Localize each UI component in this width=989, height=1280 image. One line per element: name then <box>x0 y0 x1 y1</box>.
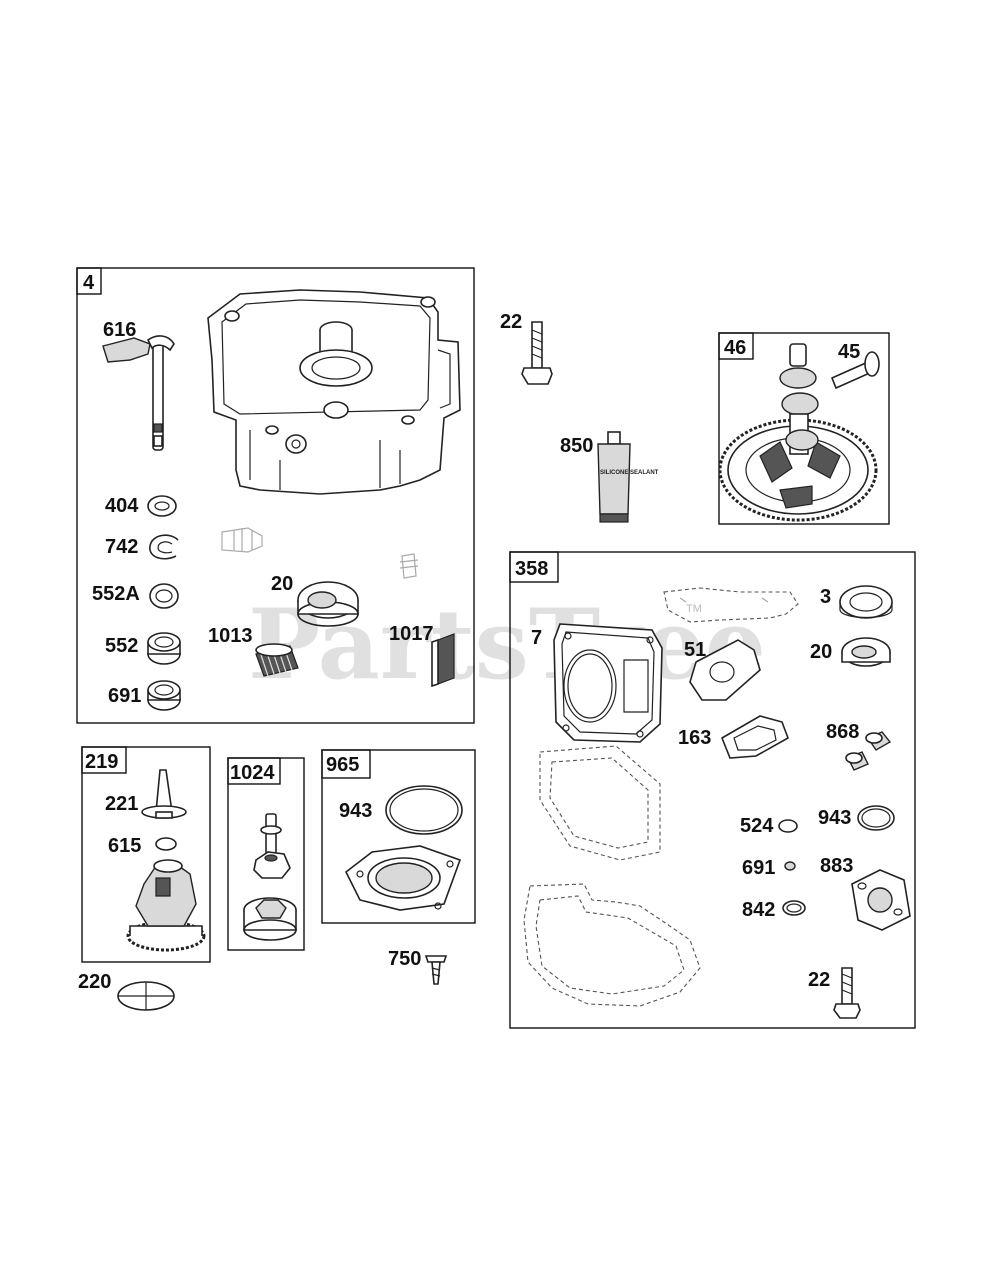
spacer-868[interactable] <box>845 731 892 771</box>
label-750[interactable]: 750 <box>388 948 421 970</box>
label-691-b[interactable]: 691 <box>742 857 775 879</box>
ghost-valve-cover-gasket <box>539 745 661 861</box>
label-742[interactable]: 742 <box>105 536 138 558</box>
oil-filter-cover[interactable] <box>344 845 462 911</box>
kit-46-box <box>718 332 890 525</box>
kit-965-label[interactable]: 965 <box>326 754 359 776</box>
filter-1017[interactable] <box>431 633 455 688</box>
label-51[interactable]: 51 <box>684 639 706 661</box>
outer-rotor[interactable] <box>243 897 297 941</box>
ghost-gasket <box>663 587 799 623</box>
head-gasket-7[interactable] <box>553 623 663 743</box>
kit-219-group: 219 221 615 <box>81 746 211 963</box>
kit-965-group: 965 943 <box>321 749 476 924</box>
label-616[interactable]: 616 <box>103 319 136 341</box>
kit-219-tag <box>81 746 127 774</box>
label-220[interactable]: 220 <box>78 971 111 993</box>
bolt-22-bottom[interactable] <box>833 967 861 1019</box>
seal-3[interactable] <box>839 585 893 619</box>
kit-1024-group: 1024 <box>227 757 305 951</box>
e-ring-742[interactable] <box>149 534 179 560</box>
screw-750[interactable] <box>424 955 448 985</box>
spring-1013[interactable] <box>255 643 299 677</box>
intake-gasket-51[interactable] <box>689 639 761 701</box>
kit-4-group: 4 616 <box>76 267 475 724</box>
kit-358-tag <box>509 551 559 583</box>
kit-46-group: 46 45 <box>718 332 890 525</box>
label-20-b[interactable]: 20 <box>810 641 832 663</box>
ring-524[interactable] <box>778 819 798 833</box>
kit-1024-tag <box>227 757 281 785</box>
oil-seal-20[interactable] <box>297 581 359 627</box>
label-45[interactable]: 45 <box>838 341 860 363</box>
pin-45[interactable] <box>830 351 880 390</box>
kit-219-box <box>81 746 211 963</box>
crankcase-sump[interactable] <box>207 289 461 495</box>
washer-615[interactable] <box>155 837 177 851</box>
label-552[interactable]: 552 <box>105 635 138 657</box>
label-615[interactable]: 615 <box>108 835 141 857</box>
ring-842[interactable] <box>782 900 806 916</box>
kit-219-label[interactable]: 219 <box>85 751 118 773</box>
o-ring-943-b[interactable] <box>857 805 895 831</box>
kit-46-label[interactable]: 46 <box>724 337 746 359</box>
rotor-pin[interactable] <box>260 813 282 855</box>
governor-shaft-616[interactable] <box>102 335 175 451</box>
kit-4-label[interactable]: 4 <box>83 272 95 294</box>
label-3[interactable]: 3 <box>820 586 831 608</box>
kit-358-box <box>509 551 916 1029</box>
o-ring-943-a[interactable] <box>385 785 463 835</box>
watermark-tm: TM <box>686 603 702 615</box>
label-163[interactable]: 163 <box>678 727 711 749</box>
kit-965-tag <box>321 749 371 779</box>
label-842[interactable]: 842 <box>742 899 775 921</box>
kit-46-tag <box>718 332 754 360</box>
label-943-a[interactable]: 943 <box>339 800 372 822</box>
label-7[interactable]: 7 <box>531 627 542 649</box>
kit-1024-label[interactable]: 1024 <box>230 762 275 784</box>
label-404[interactable]: 404 <box>105 495 139 517</box>
sealant-tube-850[interactable]: SILICONE SEALANT <box>597 431 659 523</box>
bushing-691[interactable] <box>147 680 181 711</box>
ring-691-b[interactable] <box>784 861 796 871</box>
label-221[interactable]: 221 <box>105 793 138 815</box>
seal-552A[interactable] <box>149 583 179 609</box>
label-691[interactable]: 691 <box>108 685 141 707</box>
gasket-163[interactable] <box>721 715 789 759</box>
label-22-top[interactable]: 22 <box>500 311 522 333</box>
label-22-bottom[interactable]: 22 <box>808 969 830 991</box>
adapter-883[interactable] <box>851 869 911 931</box>
bushing-552[interactable] <box>147 632 181 665</box>
label-20-a[interactable]: 20 <box>271 573 293 595</box>
kit-4-box <box>76 267 475 724</box>
label-1017[interactable]: 1017 <box>389 623 434 645</box>
inner-rotor[interactable] <box>253 851 291 879</box>
kit-4-tag <box>76 267 102 295</box>
ghost-fitting <box>399 553 419 579</box>
kit-358-label[interactable]: 358 <box>515 558 548 580</box>
governor-cup-221[interactable] <box>141 769 187 819</box>
governor-gear[interactable] <box>126 859 206 952</box>
camshaft-gear[interactable] <box>718 343 878 522</box>
kit-965-box <box>321 749 476 924</box>
label-524[interactable]: 524 <box>740 815 774 837</box>
oil-slinger-220[interactable] <box>117 981 175 1011</box>
bolt-22-top[interactable] <box>521 321 553 385</box>
sealant-tube-text: SILICONE SEALANT <box>600 470 659 476</box>
kit-358-group: 358 3 7 51 <box>509 551 916 1029</box>
label-1013[interactable]: 1013 <box>208 625 253 647</box>
oil-seal-20-b[interactable] <box>841 637 891 667</box>
label-552A[interactable]: 552A <box>92 583 140 605</box>
ghost-sump-gasket <box>523 883 701 1007</box>
label-883[interactable]: 883 <box>820 855 853 877</box>
label-850[interactable]: 850 <box>560 435 593 457</box>
label-943-b[interactable]: 943 <box>818 807 851 829</box>
washer-404[interactable] <box>147 495 177 517</box>
ghost-plug <box>221 527 263 553</box>
label-868[interactable]: 868 <box>826 721 859 743</box>
